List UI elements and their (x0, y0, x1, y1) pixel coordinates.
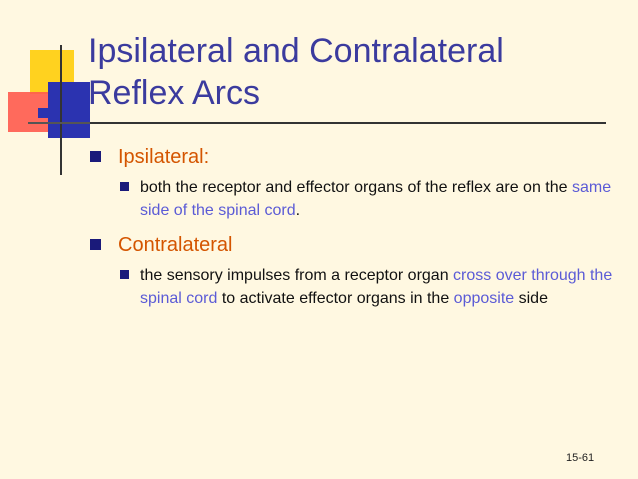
decor-vertical-line (60, 45, 62, 175)
sub-bullet-text: both the receptor and effector organs of… (140, 179, 572, 196)
bullet-square-icon (90, 151, 101, 162)
decor-blue-bar (38, 108, 56, 118)
highlight-text: opposite (453, 290, 515, 307)
bullet-ipsilateral: Ipsilateral: (88, 144, 618, 170)
bullet-square-icon (90, 239, 101, 250)
page-number: 15-61 (566, 452, 595, 464)
title-underline (90, 122, 606, 124)
bullet-square-icon (120, 270, 129, 279)
bullet-heading: Contralateral (118, 234, 233, 256)
sub-bullet-contralateral: the sensory impulses from a receptor org… (118, 264, 618, 310)
bullet-heading: Ipsilateral: (118, 146, 210, 168)
title-line-1: Ipsilateral and Contralateral (88, 32, 504, 70)
sub-bullet-text: the sensory impulses from a receptor org… (140, 267, 454, 284)
bullet-list: Ipsilateral: both the receptor and effec… (88, 144, 618, 310)
sub-bullet-text: to activate effector organs in the (217, 290, 454, 307)
sub-bullet-text: . (295, 202, 301, 219)
title-line-2: Reflex Arcs (88, 74, 260, 112)
slide-title: Ipsilateral and Contralateral Reflex Arc… (88, 30, 618, 114)
sub-bullet-ipsilateral: both the receptor and effector organs of… (118, 176, 618, 222)
bullet-contralateral: Contralateral (88, 232, 618, 258)
bullet-square-icon (120, 182, 129, 191)
decor-horizontal-line (28, 122, 90, 124)
highlight-text: cross over through the spinal cord (140, 267, 613, 307)
sub-bullet-text: side (514, 290, 548, 307)
highlight-text: same side of the spinal cord (140, 179, 612, 219)
